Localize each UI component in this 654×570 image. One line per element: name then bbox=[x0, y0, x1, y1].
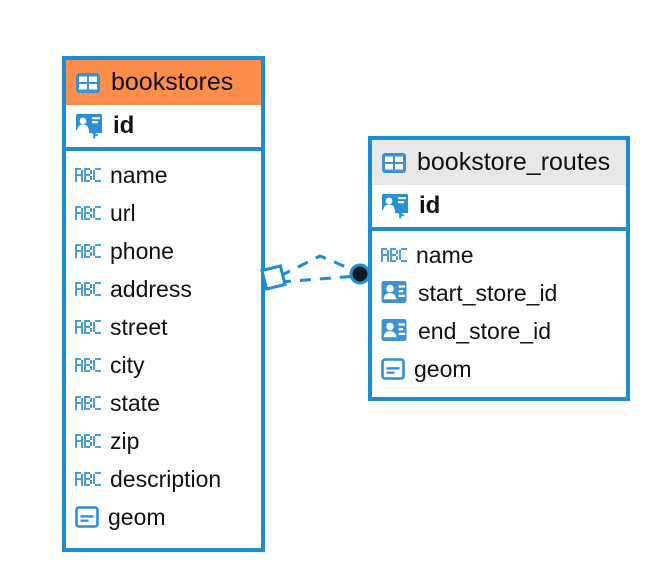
entity-field-label: name bbox=[110, 161, 168, 188]
text-abc-icon bbox=[75, 205, 101, 221]
entity-header-bookstores[interactable]: bookstores bbox=[66, 60, 261, 105]
filled-circle-marker bbox=[349, 263, 371, 285]
relationship-connector[interactable] bbox=[258, 244, 376, 306]
entity-field-label: end_store_id bbox=[418, 317, 551, 344]
entity-field-row[interactable]: city bbox=[66, 346, 261, 384]
entity-field-row[interactable]: description bbox=[66, 460, 261, 498]
table-icon bbox=[75, 72, 101, 94]
entity-field-row[interactable]: start_store_id bbox=[372, 274, 626, 312]
text-abc-icon bbox=[381, 247, 407, 263]
entity-field-label: name bbox=[416, 241, 474, 268]
entity-field-row[interactable]: url bbox=[66, 194, 261, 232]
entity-field-row[interactable]: end_store_id bbox=[372, 312, 626, 350]
entity-header-bookstore-routes[interactable]: bookstore_routes bbox=[372, 140, 626, 185]
primary-key-icon bbox=[75, 113, 103, 139]
relationship-line-upper bbox=[279, 254, 359, 278]
entity-field-row[interactable]: street bbox=[66, 308, 261, 346]
geometry-icon bbox=[75, 506, 99, 528]
entity-title: bookstore_routes bbox=[417, 148, 611, 176]
entity-bookstore-routes[interactable]: bookstore_routes id bbox=[368, 136, 630, 401]
foreign-key-icon bbox=[381, 318, 409, 344]
entity-field-label: geom bbox=[414, 355, 472, 382]
entity-field-row[interactable]: geom bbox=[66, 498, 261, 536]
text-abc-icon bbox=[75, 433, 101, 449]
entity-field-label: city bbox=[110, 351, 145, 378]
entity-title: bookstores bbox=[111, 68, 234, 96]
entity-field-row[interactable]: name bbox=[66, 156, 261, 194]
diamond-marker bbox=[260, 264, 287, 291]
entity-field-row[interactable]: phone bbox=[66, 232, 261, 270]
entity-field-row[interactable]: address bbox=[66, 270, 261, 308]
entity-field-row[interactable]: state bbox=[66, 384, 261, 422]
entity-field-label: address bbox=[110, 275, 192, 302]
table-icon bbox=[381, 152, 407, 174]
text-abc-icon bbox=[75, 471, 101, 487]
text-abc-icon bbox=[75, 357, 101, 373]
entity-field-label: zip bbox=[110, 427, 140, 454]
entity-field-list: name start_store_id end_store_id geom bbox=[372, 231, 626, 394]
entity-field-row[interactable]: geom bbox=[372, 350, 626, 388]
entity-field-list: name url phone bbox=[66, 151, 261, 542]
primary-key-label: id bbox=[113, 112, 135, 139]
entity-bookstores[interactable]: bookstores id bbox=[62, 56, 265, 552]
entity-field-label: start_store_id bbox=[418, 279, 558, 306]
foreign-key-icon bbox=[381, 280, 409, 306]
entity-field-label: url bbox=[110, 199, 136, 226]
entity-field-label: street bbox=[110, 313, 168, 340]
primary-key-label: id bbox=[419, 192, 441, 219]
entity-field-row[interactable]: zip bbox=[66, 422, 261, 460]
entity-field-row[interactable]: name bbox=[372, 236, 626, 274]
text-abc-icon bbox=[75, 243, 101, 259]
text-abc-icon bbox=[75, 319, 101, 335]
entity-field-label: phone bbox=[110, 237, 174, 264]
entity-primary-key-row[interactable]: id bbox=[66, 105, 261, 151]
text-abc-icon bbox=[75, 395, 101, 411]
text-abc-icon bbox=[75, 167, 101, 183]
entity-field-label: geom bbox=[108, 503, 166, 530]
primary-key-icon bbox=[381, 193, 409, 219]
entity-field-label: state bbox=[110, 389, 160, 416]
geometry-icon bbox=[381, 358, 405, 380]
text-abc-icon bbox=[75, 281, 101, 297]
relationship-line-lower bbox=[279, 274, 359, 284]
entity-primary-key-row[interactable]: id bbox=[372, 185, 626, 231]
entity-field-label: description bbox=[110, 465, 222, 492]
